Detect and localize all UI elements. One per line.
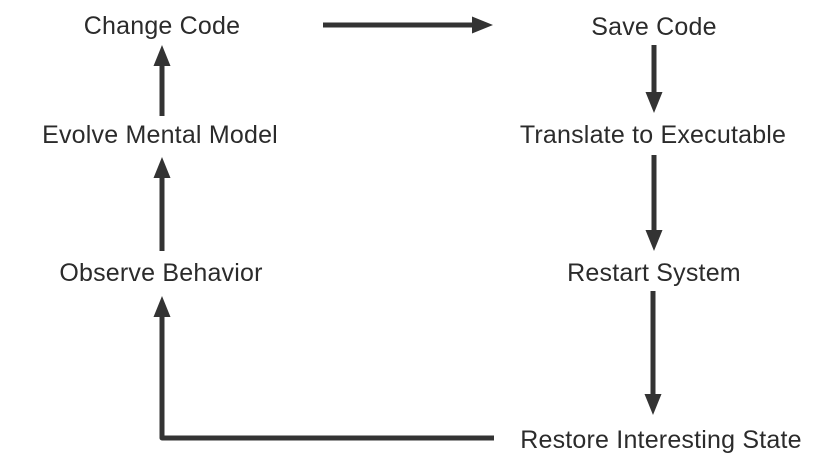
arrow-save-code-to-translate — [645, 45, 663, 113]
node-restart-system: Restart System — [567, 259, 741, 287]
node-restore-interesting-state: Restore Interesting State — [520, 426, 802, 454]
arrow-observe-behavior-to-evolve-model — [153, 157, 171, 251]
arrow-restart-system-to-restore-state — [644, 291, 662, 415]
arrow-translate-to-restart-system — [645, 155, 663, 251]
node-save-code: Save Code — [591, 13, 717, 41]
arrow-restore-state-to-observe-behavior — [153, 296, 494, 441]
node-evolve-mental-model: Evolve Mental Model — [42, 121, 278, 149]
node-observe-behavior: Observe Behavior — [59, 259, 263, 287]
arrow-change-code-to-save-code — [323, 16, 493, 34]
arrow-evolve-model-to-change-code — [153, 45, 171, 116]
node-change-code: Change Code — [83, 12, 241, 40]
node-translate-to-executable: Translate to Executable — [519, 121, 787, 149]
